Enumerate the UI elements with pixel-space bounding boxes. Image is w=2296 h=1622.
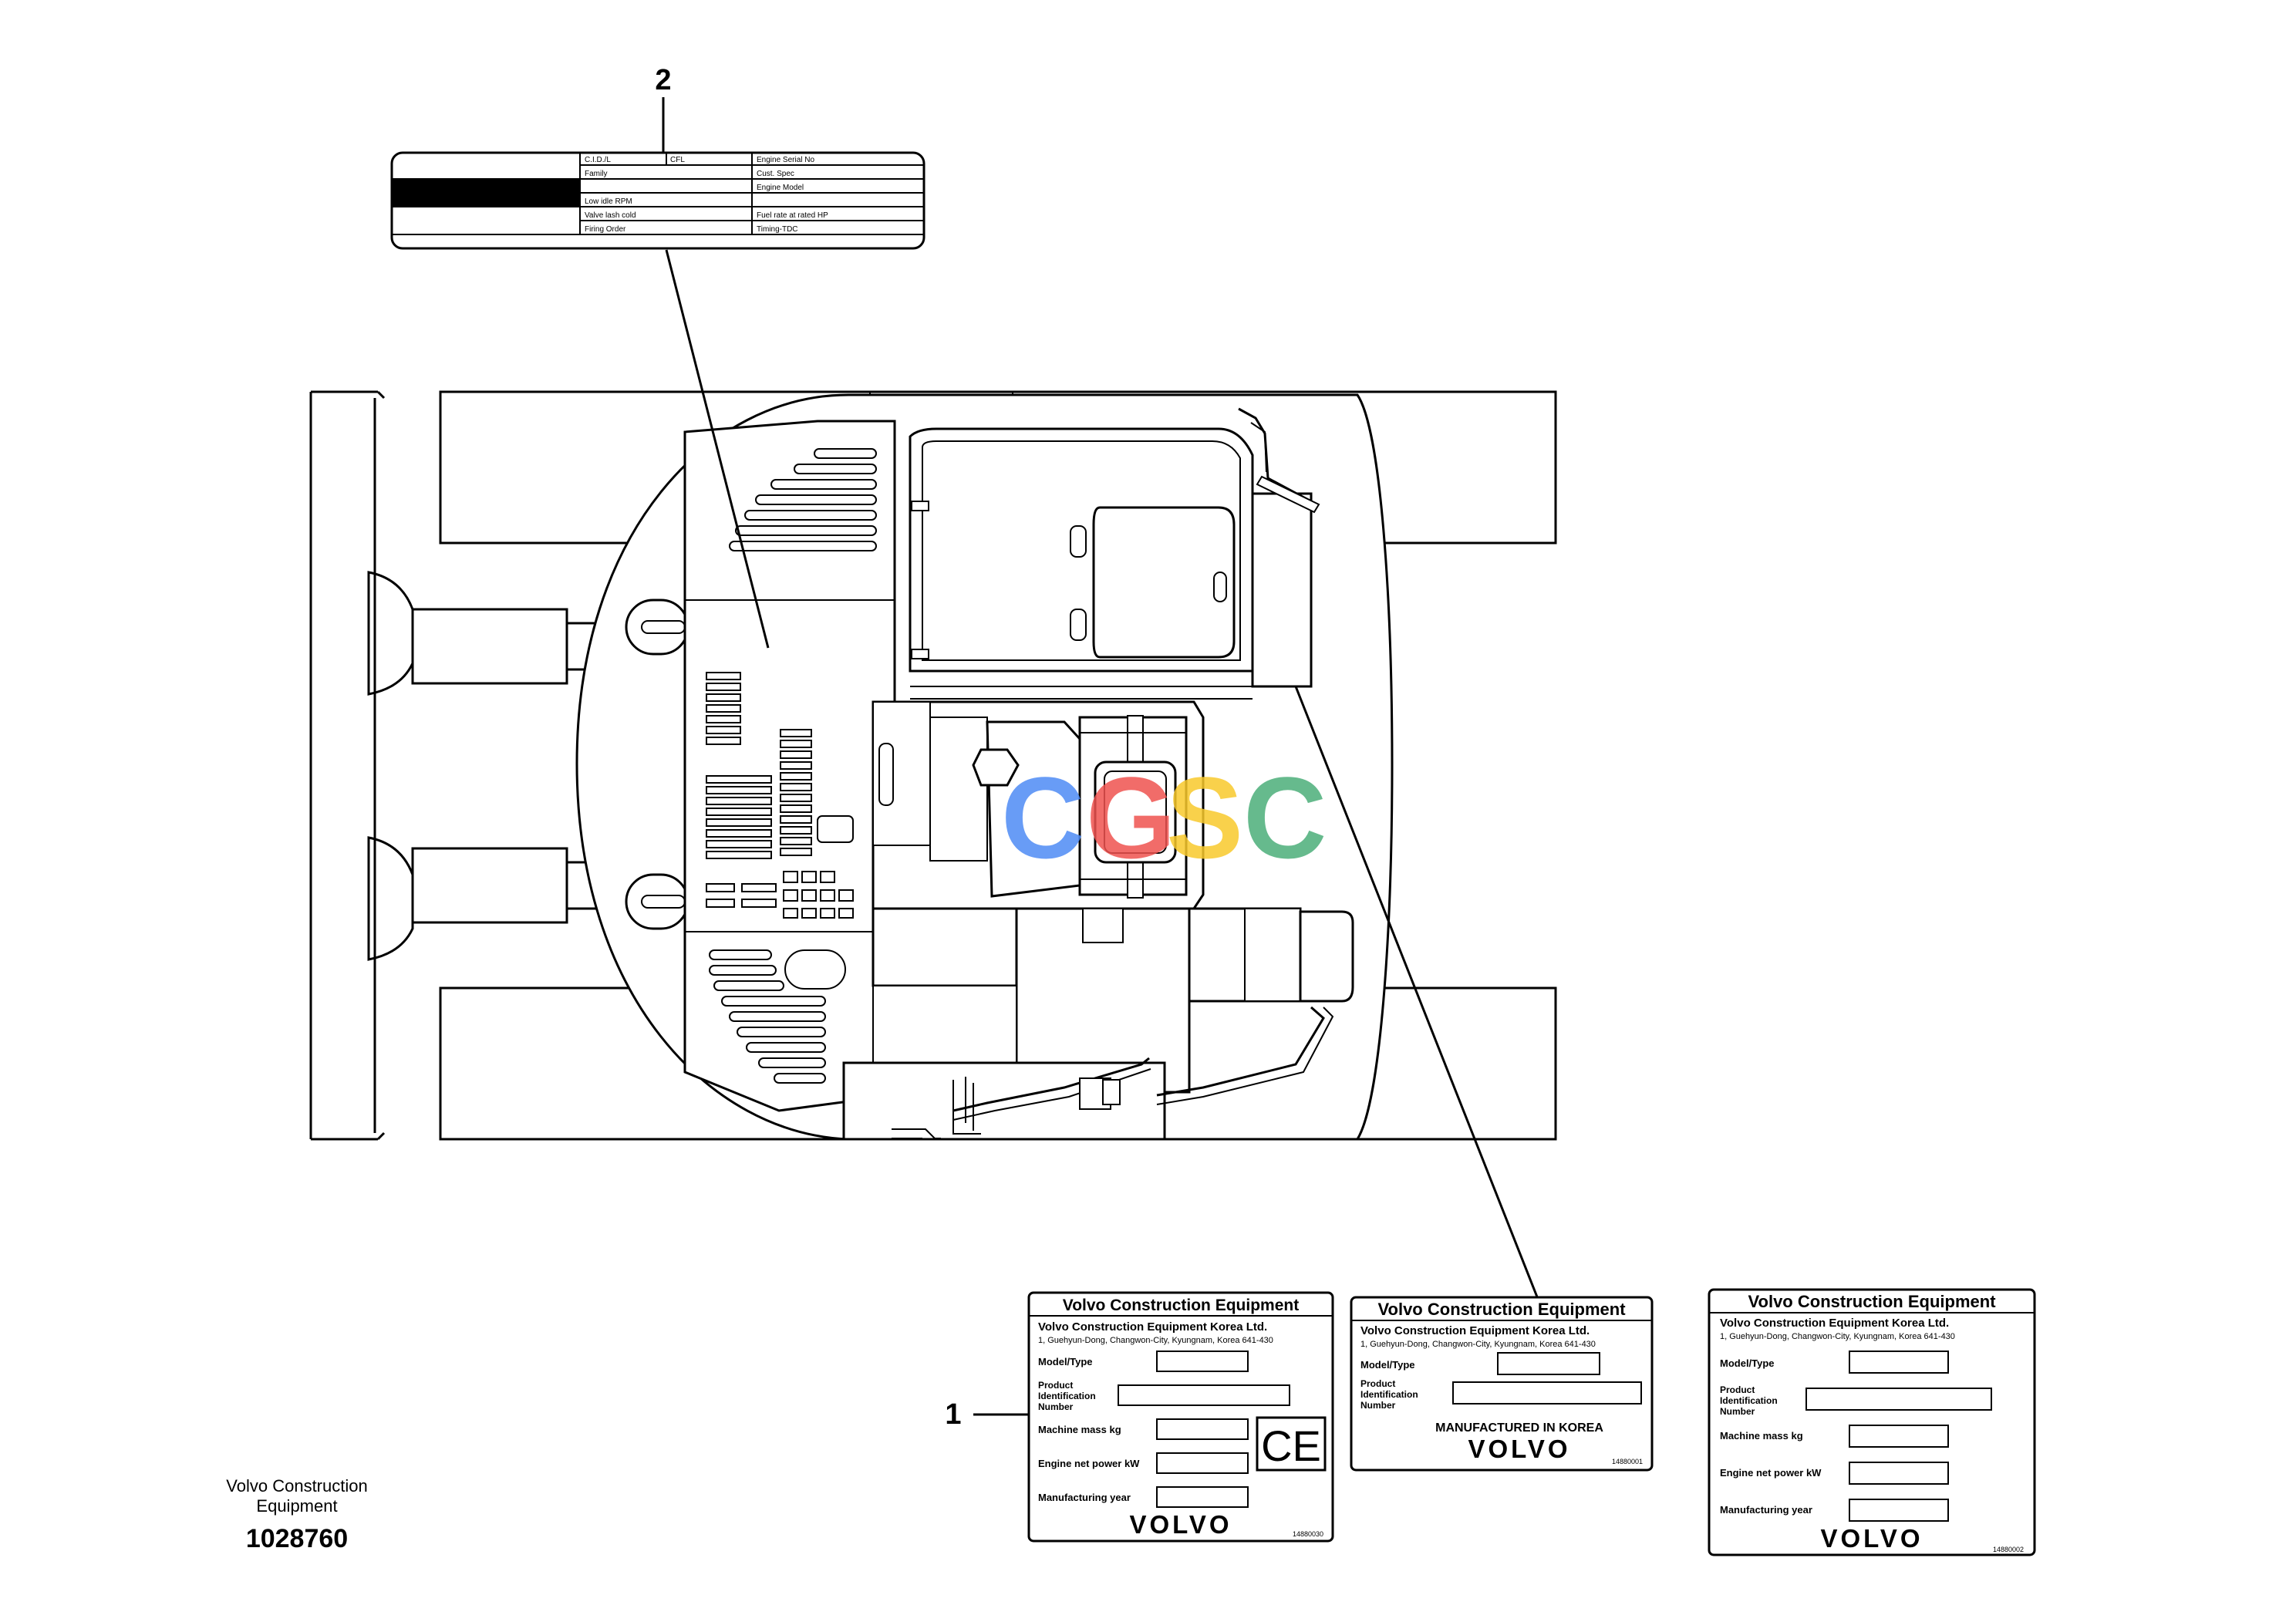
engine-plate-cell: CFL <box>670 156 685 164</box>
watermark-letter: C <box>1243 753 1327 882</box>
plate-year-label: Manufacturing year <box>1720 1504 1812 1516</box>
plate-year-field <box>1156 1486 1249 1508</box>
plate-power-field <box>1849 1462 1949 1485</box>
plate-mass-field <box>1156 1418 1249 1440</box>
plate-mass-field <box>1849 1425 1949 1448</box>
engine-info-plate: C.I.D./L CFL Engine Serial No Family Cus… <box>390 151 925 250</box>
engine-plate-cell: Valve lash cold <box>585 211 636 220</box>
plate-pin-label: Number <box>1360 1400 1396 1411</box>
callout-2: 2 <box>655 64 671 96</box>
engine-plate-cell: Firing Order <box>585 225 626 234</box>
plate-pin-field <box>1805 1388 1992 1411</box>
plate-model-field <box>1156 1351 1249 1372</box>
plate-pin-label: Identification <box>1360 1389 1418 1400</box>
plate-address: 1, Guehyun-Dong, Changwon-City, Kyungnam… <box>1360 1340 1596 1349</box>
document-company: Volvo Construction <box>226 1476 367 1496</box>
ce-mark: CE <box>1261 1421 1321 1470</box>
document-company: Equipment <box>256 1496 337 1516</box>
plate-brand: VOLVO <box>1820 1524 1923 1553</box>
engine-plate-cell: Low idle RPM <box>585 197 632 206</box>
plate-pin-label: Product <box>1720 1384 1755 1395</box>
engine-plate-cell: Fuel rate at rated HP <box>757 211 828 220</box>
plate-address: 1, Guehyun-Dong, Changwon-City, Kyungnam… <box>1038 1336 1273 1345</box>
plate-pin-label: Product <box>1038 1380 1073 1391</box>
plate-pin-field <box>1118 1384 1290 1406</box>
plate-title: Volvo Construction Equipment <box>1748 1292 1996 1311</box>
watermark-letter: G <box>1086 753 1176 882</box>
plate-pin-field <box>1452 1381 1642 1404</box>
engine-plate-cell: Engine Model <box>757 184 804 192</box>
engine-plate-cell: Timing-TDC <box>757 225 798 234</box>
plate-year-label: Manufacturing year <box>1038 1492 1131 1503</box>
leader-line-2 <box>665 249 770 649</box>
plate-part-number: 14880001 <box>1612 1458 1643 1465</box>
plate-pin-label: Number <box>1038 1401 1074 1412</box>
plate-model-label: Model/Type <box>1720 1357 1775 1369</box>
id-plate-ce: Volvo Construction Equipment Volvo Const… <box>1027 1291 1334 1543</box>
plate-year-field <box>1849 1499 1949 1522</box>
plate-power-label: Engine net power kW <box>1720 1467 1822 1479</box>
plate-title: Volvo Construction Equipment <box>1063 1297 1299 1314</box>
plate-mass-label: Machine mass kg <box>1720 1430 1803 1442</box>
callout-1: 1 <box>945 1398 961 1431</box>
plate-brand: VOLVO <box>1468 1435 1570 1463</box>
plate-model-field <box>1849 1351 1949 1374</box>
plate-pin-label: Number <box>1720 1406 1755 1417</box>
engine-plate-cell: Family <box>585 170 607 178</box>
excavator-top-view <box>309 390 1557 1141</box>
plate-model-label: Model/Type <box>1360 1359 1415 1371</box>
ce-mark-box <box>1256 1416 1327 1472</box>
plate-pin-label: Identification <box>1720 1395 1778 1406</box>
cgsc-watermark: C G S C <box>1001 753 1327 882</box>
plate-company: Volvo Construction Equipment Korea Ltd. <box>1038 1320 1267 1334</box>
document-number: 1028760 <box>246 1524 348 1553</box>
watermark-letter: C <box>1001 753 1084 882</box>
plate-model-field <box>1497 1352 1600 1375</box>
id-plate-korea: Volvo Construction Equipment Volvo Const… <box>1350 1296 1654 1472</box>
plate-part-number: 14880002 <box>1993 1546 2024 1553</box>
leader-line-1 <box>1294 686 1539 1300</box>
document-footer: Volvo Construction Equipment 1028760 <box>226 1476 367 1553</box>
plate-mass-label: Machine mass kg <box>1038 1424 1121 1435</box>
plate-title: Volvo Construction Equipment <box>1377 1300 1626 1319</box>
engine-plate-cell: Cust. Spec <box>757 170 794 178</box>
plate-part-number: 14880030 <box>1293 1530 1323 1538</box>
plate-power-field <box>1156 1452 1249 1474</box>
plate-company: Volvo Construction Equipment Korea Ltd. <box>1720 1317 1949 1330</box>
engine-plate-cell: Engine Serial No <box>757 156 814 164</box>
plate-company: Volvo Construction Equipment Korea Ltd. <box>1360 1324 1590 1337</box>
plate-power-label: Engine net power kW <box>1038 1458 1140 1469</box>
watermark-letter: S <box>1166 753 1243 882</box>
plate-address: 1, Guehyun-Dong, Changwon-City, Kyungnam… <box>1720 1332 1955 1341</box>
plate-made-in: MANUFACTURED IN KOREA <box>1435 1421 1603 1435</box>
id-plate-standard: Volvo Construction Equipment Volvo Const… <box>1708 1288 2036 1556</box>
plate-pin-label: Product <box>1360 1378 1395 1389</box>
plate-pin-label: Identification <box>1038 1391 1096 1401</box>
plate-brand: VOLVO <box>1129 1510 1232 1539</box>
plate-model-label: Model/Type <box>1038 1356 1093 1367</box>
engine-plate-cell: C.I.D./L <box>585 156 611 164</box>
